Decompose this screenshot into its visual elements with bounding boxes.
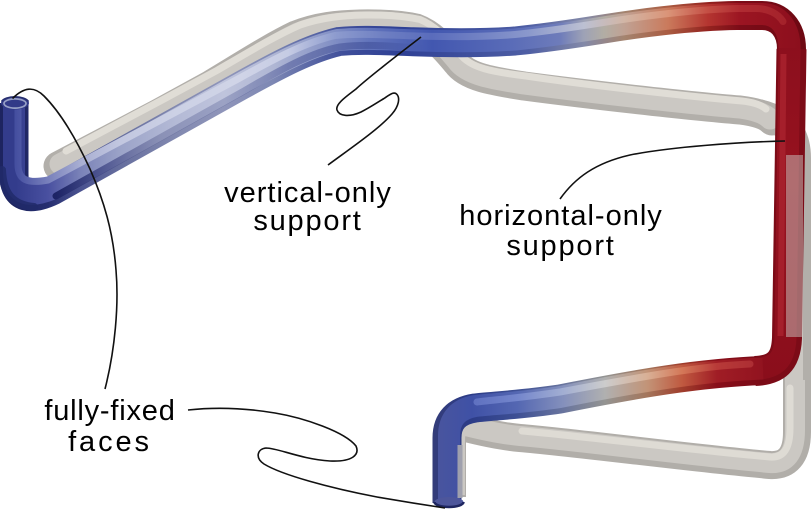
svg-text:support: support (506, 230, 615, 262)
svg-text:fully-fixed: fully-fixed (44, 395, 175, 427)
svg-text:support: support (253, 205, 362, 237)
svg-text:horizontal-only: horizontal-only (459, 200, 663, 232)
svg-text:vertical-only: vertical-only (224, 177, 392, 209)
svg-text:faces: faces (68, 426, 152, 458)
